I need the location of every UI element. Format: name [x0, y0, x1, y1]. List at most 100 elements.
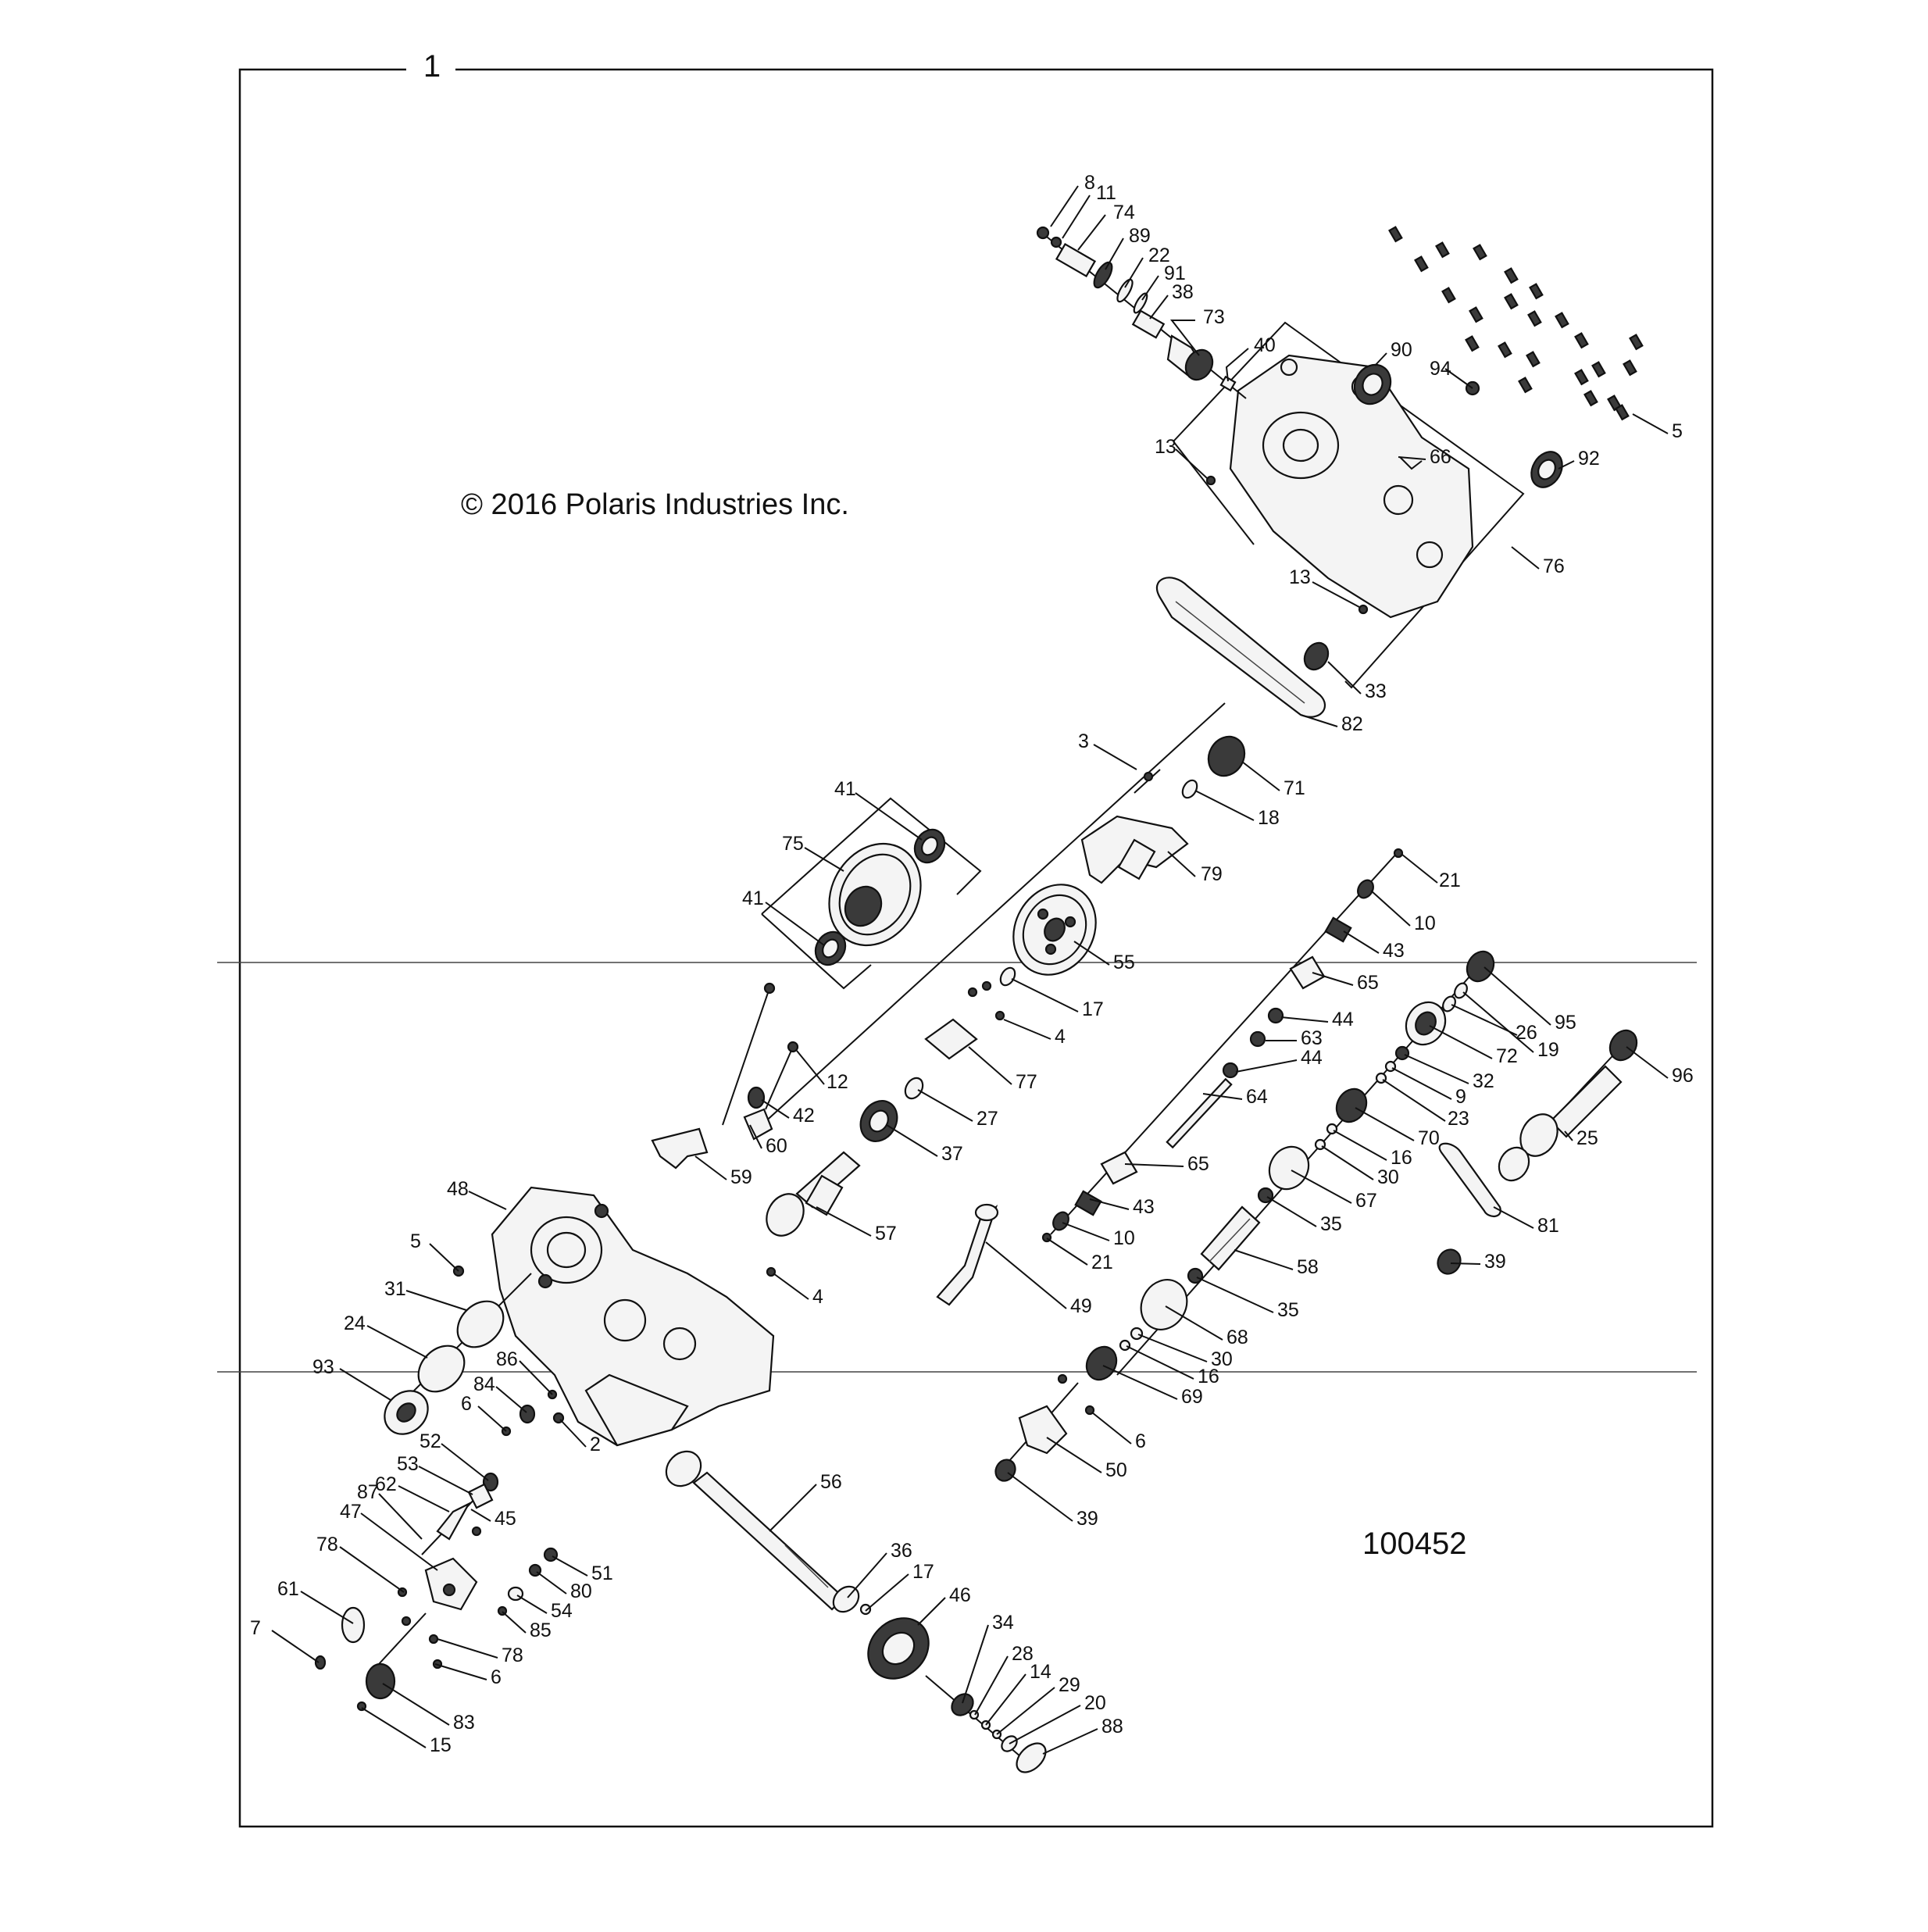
callout-leader — [847, 1552, 887, 1598]
assembly-frame: 1 — [238, 49, 1714, 1828]
callout: 36 — [847, 1540, 912, 1598]
callout: 33 — [1327, 661, 1387, 702]
callout: 27 — [917, 1089, 998, 1130]
callout: 86 — [496, 1348, 553, 1395]
callout-number: 60 — [766, 1135, 787, 1157]
callout-leader — [1137, 1334, 1208, 1362]
callout: 72 — [1429, 1025, 1518, 1067]
callout: 77 — [968, 1046, 1037, 1093]
callout-number: 35 — [1277, 1299, 1299, 1321]
callout-number: 28 — [1012, 1643, 1034, 1665]
callout-leader — [1451, 1004, 1518, 1036]
callout: 25 — [1564, 1127, 1598, 1149]
callout-leader — [1483, 966, 1551, 1026]
seal-93-center — [396, 1402, 416, 1423]
ring-88 — [1016, 1742, 1047, 1773]
callout-leader — [1167, 851, 1196, 877]
callout-leader — [1429, 1025, 1493, 1059]
callout: 59 — [694, 1155, 752, 1188]
callout: 91 — [1141, 262, 1186, 301]
actuator-group — [314, 1472, 559, 1712]
callout-leader — [502, 1611, 527, 1634]
callout: 24 — [344, 1312, 428, 1359]
callout-leader — [1626, 1046, 1669, 1079]
callout-leader — [1493, 1206, 1534, 1229]
screw-4-lower — [766, 1266, 777, 1277]
callout-number: 62 — [375, 1473, 397, 1495]
callout-leader — [1241, 761, 1280, 791]
callout: 51 — [552, 1555, 613, 1584]
callout-leader — [917, 1597, 946, 1626]
callout-number: 87 — [357, 1481, 379, 1503]
callout-leader — [361, 1707, 427, 1748]
callout: 80 — [536, 1571, 592, 1602]
callout-number: 50 — [1105, 1459, 1127, 1481]
callout-leader — [1196, 1277, 1274, 1313]
callout-number: 5 — [410, 1230, 421, 1252]
assembly-number: 1 — [423, 49, 441, 84]
callout-number: 16 — [1391, 1147, 1412, 1169]
callout-number: 83 — [453, 1712, 475, 1734]
callout-leader — [985, 1241, 1067, 1309]
callout: 31 — [384, 1278, 467, 1311]
callout-number: 34 — [992, 1612, 1014, 1634]
callout-number: 9 — [1455, 1086, 1466, 1108]
callout-number: 80 — [570, 1580, 592, 1602]
callout-number: 95 — [1555, 1012, 1576, 1034]
callout-leader — [1382, 1079, 1446, 1122]
callout-number: 45 — [494, 1508, 516, 1530]
pin-13-lower — [1358, 604, 1369, 615]
callout-leader — [1202, 1093, 1243, 1100]
callout-number: 30 — [1377, 1166, 1399, 1188]
gear-68 — [1140, 1279, 1188, 1330]
shift-arm-49 — [936, 1205, 998, 1306]
callout-leader — [1398, 456, 1426, 460]
callout: 79 — [1167, 851, 1223, 885]
shift-shaft-axis — [1050, 851, 1399, 1235]
callout-leader — [1169, 320, 1200, 356]
callout: 13 — [1155, 436, 1208, 479]
callout-number: 85 — [530, 1620, 552, 1641]
callout-number: 5 — [1672, 420, 1683, 442]
callout-number: 43 — [1383, 940, 1405, 962]
callout: 68 — [1165, 1305, 1248, 1348]
callout-number: 13 — [1289, 566, 1311, 588]
callout-leader — [1462, 991, 1534, 1053]
callout: 38 — [1149, 281, 1194, 320]
callout-number: 32 — [1473, 1070, 1494, 1092]
callout-leader — [917, 1089, 973, 1122]
callout: 75 — [782, 833, 844, 872]
callout-leader — [985, 1673, 1026, 1726]
callout-number: 21 — [1439, 870, 1461, 891]
callout: 7 — [250, 1617, 320, 1663]
callout: 93 — [312, 1356, 391, 1401]
callout-leader — [1370, 890, 1411, 927]
drive-chain-82 — [1155, 577, 1326, 718]
callout: 65 — [1312, 972, 1379, 994]
callout-leader — [519, 1360, 553, 1395]
callout: 46 — [917, 1584, 971, 1626]
shift-fork-79 — [1080, 769, 1189, 884]
callout-number: 27 — [976, 1108, 998, 1130]
callout-number: 2 — [590, 1434, 601, 1455]
callout-number: 91 — [1164, 262, 1186, 284]
pin-13-upper — [1205, 475, 1216, 486]
bearing-39-right — [1437, 1248, 1462, 1275]
bearing-90 — [1353, 363, 1392, 405]
callout-leader — [441, 1443, 489, 1481]
callout: 64 — [1202, 1086, 1268, 1108]
callout: 78 — [316, 1534, 405, 1593]
callout-leader — [1404, 1054, 1469, 1084]
callout-leader — [405, 1290, 467, 1311]
callout-leader — [536, 1571, 567, 1595]
callout-number: 6 — [1135, 1430, 1146, 1452]
callout-number: 41 — [834, 778, 856, 800]
callout-number: 70 — [1418, 1127, 1440, 1149]
callout-leader — [694, 1155, 727, 1180]
callout-leader — [1374, 352, 1387, 366]
arm-49-boss — [974, 1203, 999, 1222]
callout: 56 — [769, 1471, 842, 1532]
callout: 44 — [1235, 1047, 1323, 1073]
oring-17-lower — [859, 1603, 872, 1616]
callout-number: 39 — [1484, 1251, 1506, 1273]
